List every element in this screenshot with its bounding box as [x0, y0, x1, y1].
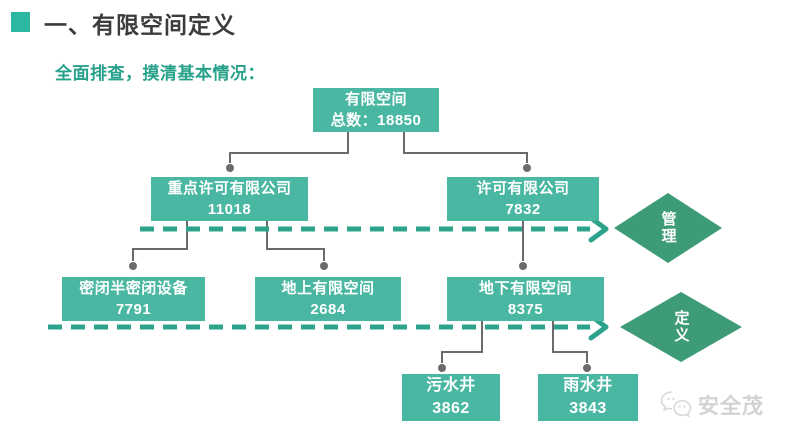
node-below-ground: 地下有限空间 8375	[447, 277, 604, 321]
node-root-value: 总数：18850	[330, 112, 422, 129]
tree-connectors	[132, 131, 588, 363]
node-permit-label: 许可有限公司	[476, 180, 570, 197]
node-sewage-well-value: 3862	[432, 399, 470, 417]
node-above-ground-label: 地上有限空间	[281, 280, 375, 297]
title-bullet-icon	[11, 12, 30, 32]
watermark: 安全茂	[658, 389, 764, 421]
node-sewage-well-label: 污水井	[426, 377, 476, 395]
node-key-permit-label: 重点许可有限公司	[167, 180, 292, 197]
node-enclosed: 密闭半密闭设备 7791	[62, 277, 205, 321]
page-title: 一、有限空间定义	[44, 12, 236, 38]
node-above-ground-value: 2684	[310, 301, 346, 318]
subtitle: 全面排查，摸清基本情况：	[55, 64, 265, 83]
management-arrowhead-icon	[588, 215, 609, 243]
node-key-permit-value: 11018	[207, 201, 252, 218]
node-above-ground: 地上有限空间 2684	[255, 277, 401, 321]
node-permit-value: 7832	[505, 201, 541, 218]
chat-bubbles-icon	[660, 391, 692, 418]
node-rain-well-value: 3843	[569, 399, 607, 417]
connector-dots	[129, 164, 591, 372]
watermark-text: 安全茂	[698, 395, 764, 418]
node-root-label: 有限空间	[344, 91, 407, 108]
node-permit: 许可有限公司 7832	[447, 177, 599, 221]
node-below-ground-value: 8375	[507, 301, 544, 318]
node-root: 有限空间 总数：18850	[313, 88, 439, 132]
node-enclosed-value: 7791	[115, 301, 152, 318]
node-sewage-well: 污水井 3862	[402, 374, 500, 421]
diamond-management-label: 管理	[659, 211, 677, 245]
node-key-permit: 重点许可有限公司 11018	[151, 177, 308, 221]
node-below-ground-label: 地下有限空间	[478, 280, 572, 297]
node-rain-well: 雨水井 3843	[538, 374, 638, 421]
diamond-definition-label: 定义	[672, 310, 690, 344]
node-rain-well-label: 雨水井	[563, 377, 613, 395]
node-enclosed-label: 密闭半密闭设备	[79, 280, 188, 297]
